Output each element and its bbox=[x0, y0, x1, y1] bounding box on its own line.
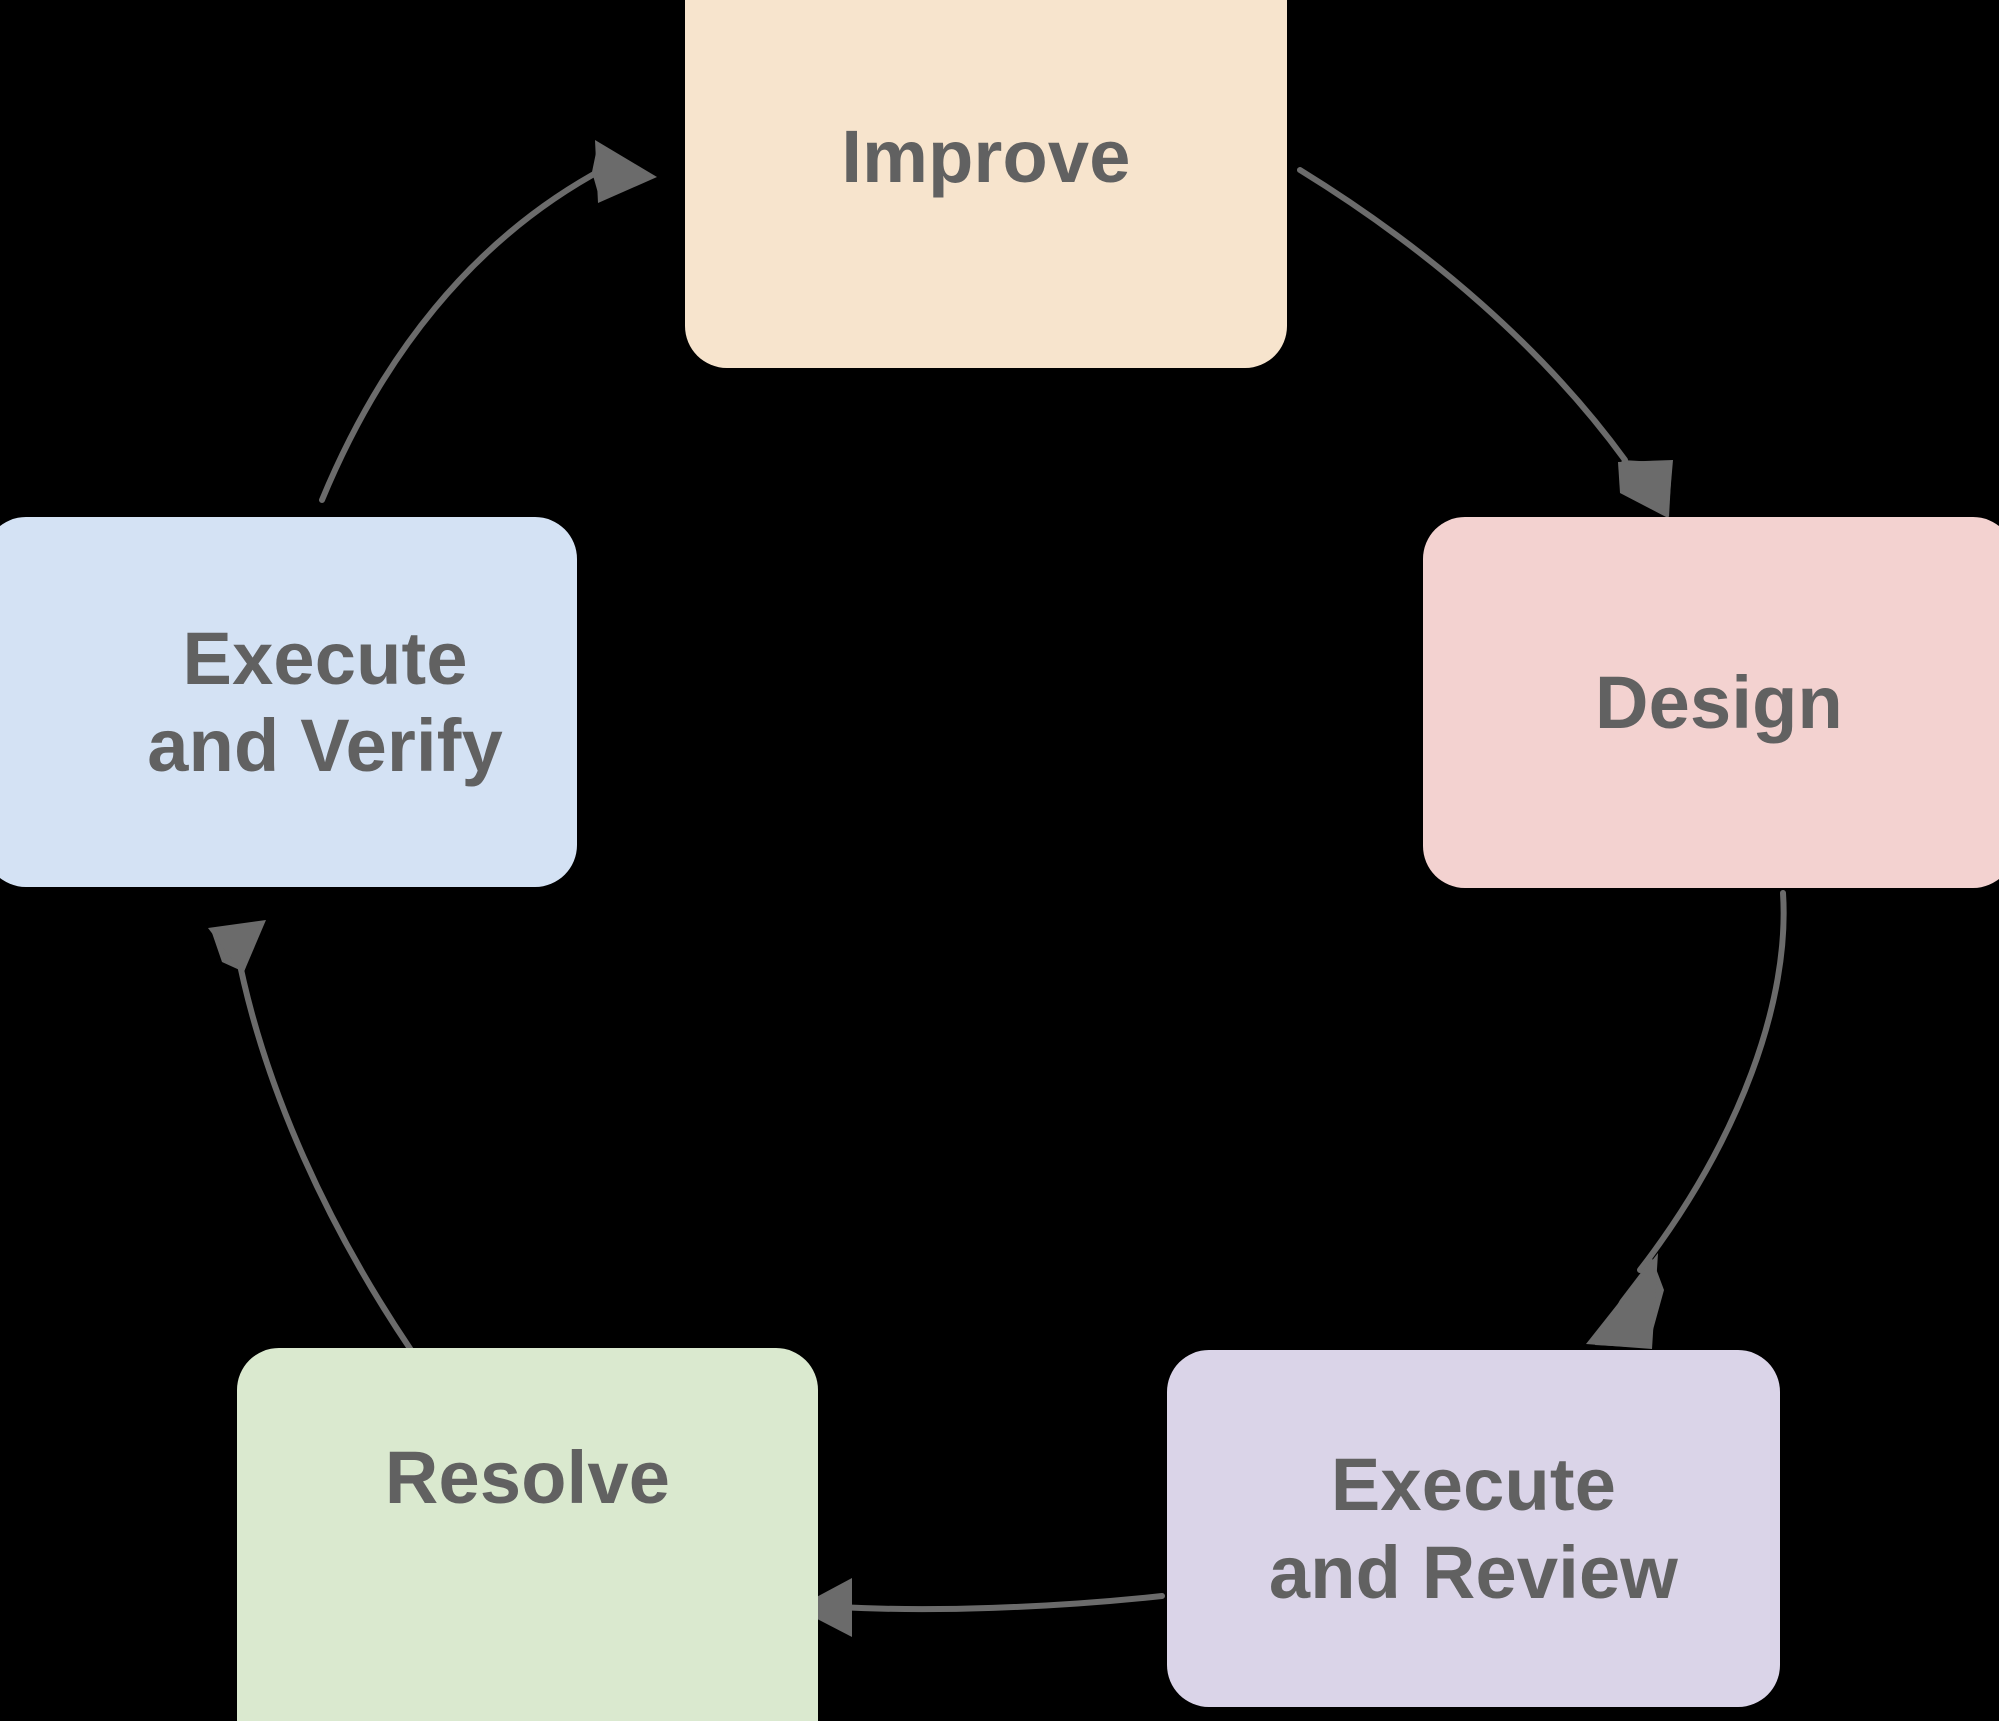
arrowhead-design bbox=[1619, 460, 1672, 517]
node-execute-and-verify[interactable]: Execute and Verify bbox=[0, 517, 577, 887]
edge-resolve-to-execute-verify bbox=[208, 920, 414, 1353]
edge-design-to-execute-review bbox=[1586, 890, 1787, 1349]
node-design[interactable]: Design bbox=[1423, 517, 1999, 888]
edge-improve-to-design bbox=[1297, 167, 1673, 518]
node-improve[interactable]: Improve bbox=[685, 0, 1287, 368]
node-execute-and-review[interactable]: Execute and Review bbox=[1167, 1350, 1780, 1707]
edge-execute-review-to-resolve bbox=[796, 1578, 1165, 1637]
node-design-label: Design bbox=[1595, 660, 1843, 744]
node-execute-and-review-label: Execute and Review bbox=[1268, 1443, 1679, 1614]
node-resolve-label: Resolve bbox=[384, 1436, 671, 1519]
edge-execute-verify-to-improve bbox=[319, 140, 657, 503]
node-improve-label: Improve bbox=[841, 114, 1131, 198]
node-execute-and-verify-label: Execute and Verify bbox=[147, 616, 503, 787]
node-resolve[interactable]: Resolve bbox=[237, 1348, 818, 1721]
